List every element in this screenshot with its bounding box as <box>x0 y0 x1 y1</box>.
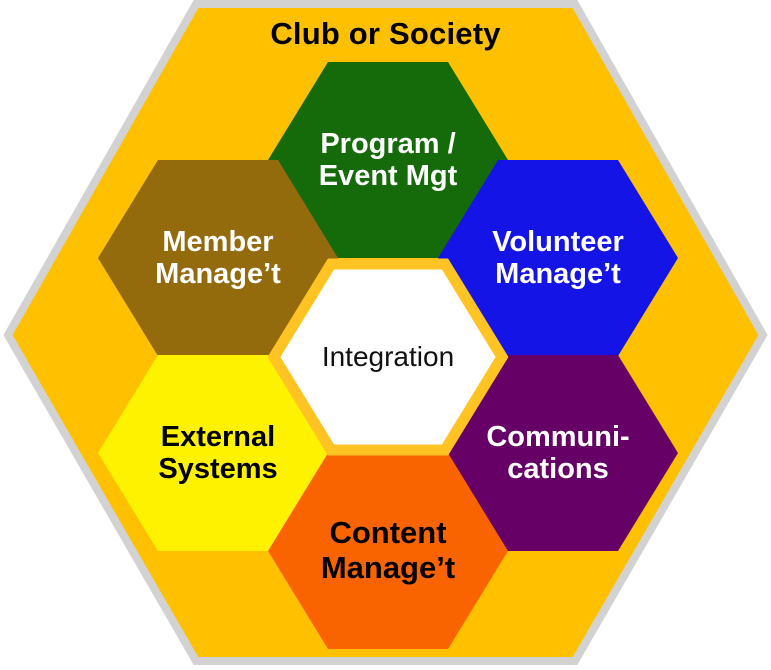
hexagon-content-management[interactable] <box>268 453 508 649</box>
hexagon-external-systems[interactable] <box>98 355 338 551</box>
page-title: Club or Society <box>270 16 501 51</box>
hexagon-volunteer-management[interactable] <box>438 160 678 356</box>
hexagon-integration[interactable] <box>267 258 509 456</box>
hexagon-member-management[interactable] <box>98 160 338 356</box>
hexagon-communications[interactable] <box>438 355 678 551</box>
hexagon-program-event-mgt[interactable] <box>268 62 508 258</box>
